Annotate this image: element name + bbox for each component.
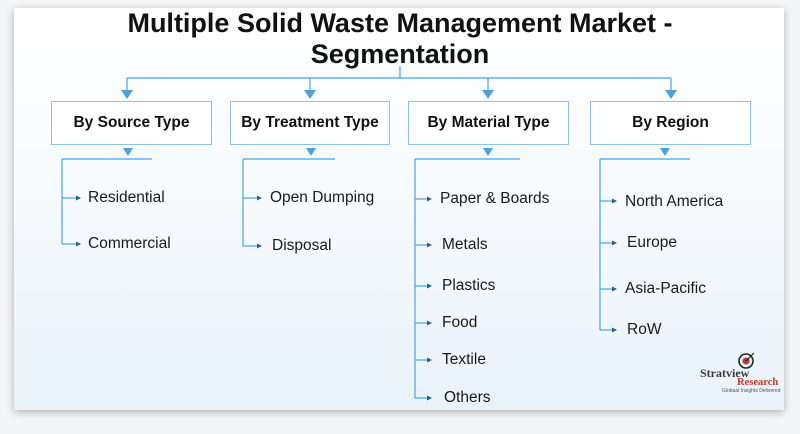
list-item: North America: [625, 193, 724, 210]
category-source-type: By Source Type: [51, 101, 212, 145]
title-line-2: Segmentation: [310, 39, 490, 69]
title-line-1: Multiple Solid Waste Management Market -: [127, 8, 673, 38]
list-item: Disposal: [272, 237, 332, 254]
list-item: Metals: [442, 236, 488, 253]
list-item: Textile: [442, 351, 486, 368]
category-region: By Region: [590, 101, 751, 145]
diagram-card: [14, 8, 784, 410]
logo-tagline: Globaal Insights Delivered: [722, 388, 781, 394]
category-treatment-type: By Treatment Type: [230, 101, 390, 145]
stratview-logo: Stratview Research Globaal Insights Deli…: [700, 352, 790, 400]
logo-brand-line2: Research: [737, 377, 779, 388]
diagram-title: Multiple Solid Waste Management Market -…: [0, 8, 800, 70]
list-item: RoW: [627, 321, 662, 338]
list-item: Paper & Boards: [440, 190, 550, 207]
target-icon: [738, 352, 755, 369]
list-item: Europe: [627, 234, 677, 251]
category-material-type: By Material Type: [408, 101, 569, 145]
list-item: Commercial: [88, 235, 171, 252]
list-item: Open Dumping: [270, 189, 375, 206]
list-item: Asia-Pacific: [625, 280, 706, 297]
list-item: Plastics: [442, 277, 496, 294]
list-item: Others: [444, 389, 491, 406]
list-item: Food: [442, 314, 478, 331]
list-item: Residential: [88, 189, 165, 206]
logo-brand-line1: Stratview: [700, 366, 750, 380]
